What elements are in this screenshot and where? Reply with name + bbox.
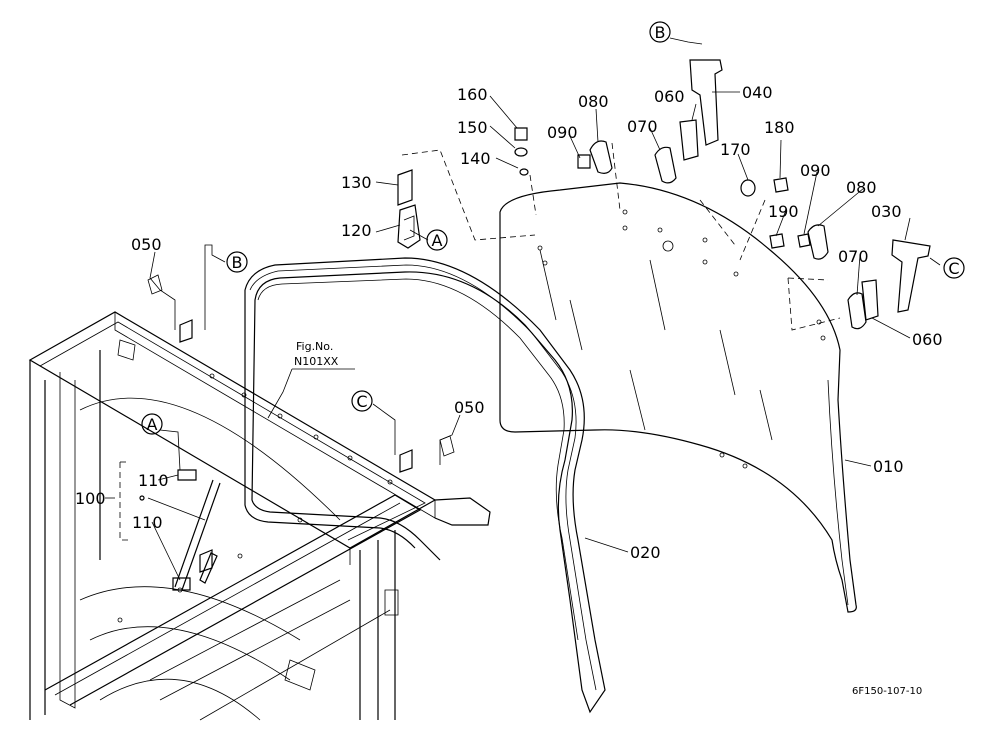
callout-c-right-label: C [948,259,959,278]
cab-frame [28,311,491,721]
callout-c-right: C [943,257,965,279]
callout-c-left-label: C [356,392,367,411]
callout-b-top-label: B [655,23,666,42]
part-label-060-right: 060 [912,330,943,349]
part-label-150: 150 [457,118,488,137]
callout-c-left: C [351,390,373,412]
part-label-060-top: 060 [654,87,685,106]
part-label-070-right: 070 [838,247,869,266]
part-label-130: 130 [341,173,372,192]
part-label-190: 190 [768,202,799,221]
figure-reference-line1: Fig.No. [296,340,333,353]
callout-a-strut: A [141,413,163,435]
hardware [139,59,931,591]
glass-panel-010 [499,182,857,613]
part-label-110-top: 110 [138,471,169,490]
drawing-code: 6F150-107-10 [852,686,922,697]
part-label-020: 020 [630,543,661,562]
part-label-090-right: 090 [800,161,831,180]
callout-a-hinge: A [426,229,448,251]
part-label-050-left: 050 [131,235,162,254]
leader-lines [105,37,941,581]
window-seal-020 [244,257,606,714]
part-label-170: 170 [720,140,751,159]
figure-reference-line2: N101XX [294,355,339,368]
part-label-080-top: 080 [578,92,609,111]
callout-b-left-label: B [232,253,243,272]
part-label-140: 140 [460,149,491,168]
part-label-090-left: 090 [547,123,578,142]
callout-a-strut-label: A [147,415,158,434]
part-label-070-top: 070 [627,117,658,136]
part-label-120: 120 [341,221,372,240]
part-label-110-bottom: 110 [132,513,163,532]
callout-a-hinge-label: A [432,231,443,250]
part-label-040: 040 [742,83,773,102]
part-label-180: 180 [764,118,795,137]
part-label-160: 160 [457,85,488,104]
part-label-010: 010 [873,457,904,476]
part-label-100: 100 [75,489,106,508]
part-label-030: 030 [871,202,902,221]
part-label-080-right: 080 [846,178,877,197]
part-labels: 010 020 030 040 050 050 060 060 070 070 … [75,83,943,562]
callout-b-left: B [226,251,248,273]
part-label-050-center: 050 [454,398,485,417]
figure-reference: Fig.No. N101XX [294,340,339,368]
callout-b-top: B [649,21,671,43]
